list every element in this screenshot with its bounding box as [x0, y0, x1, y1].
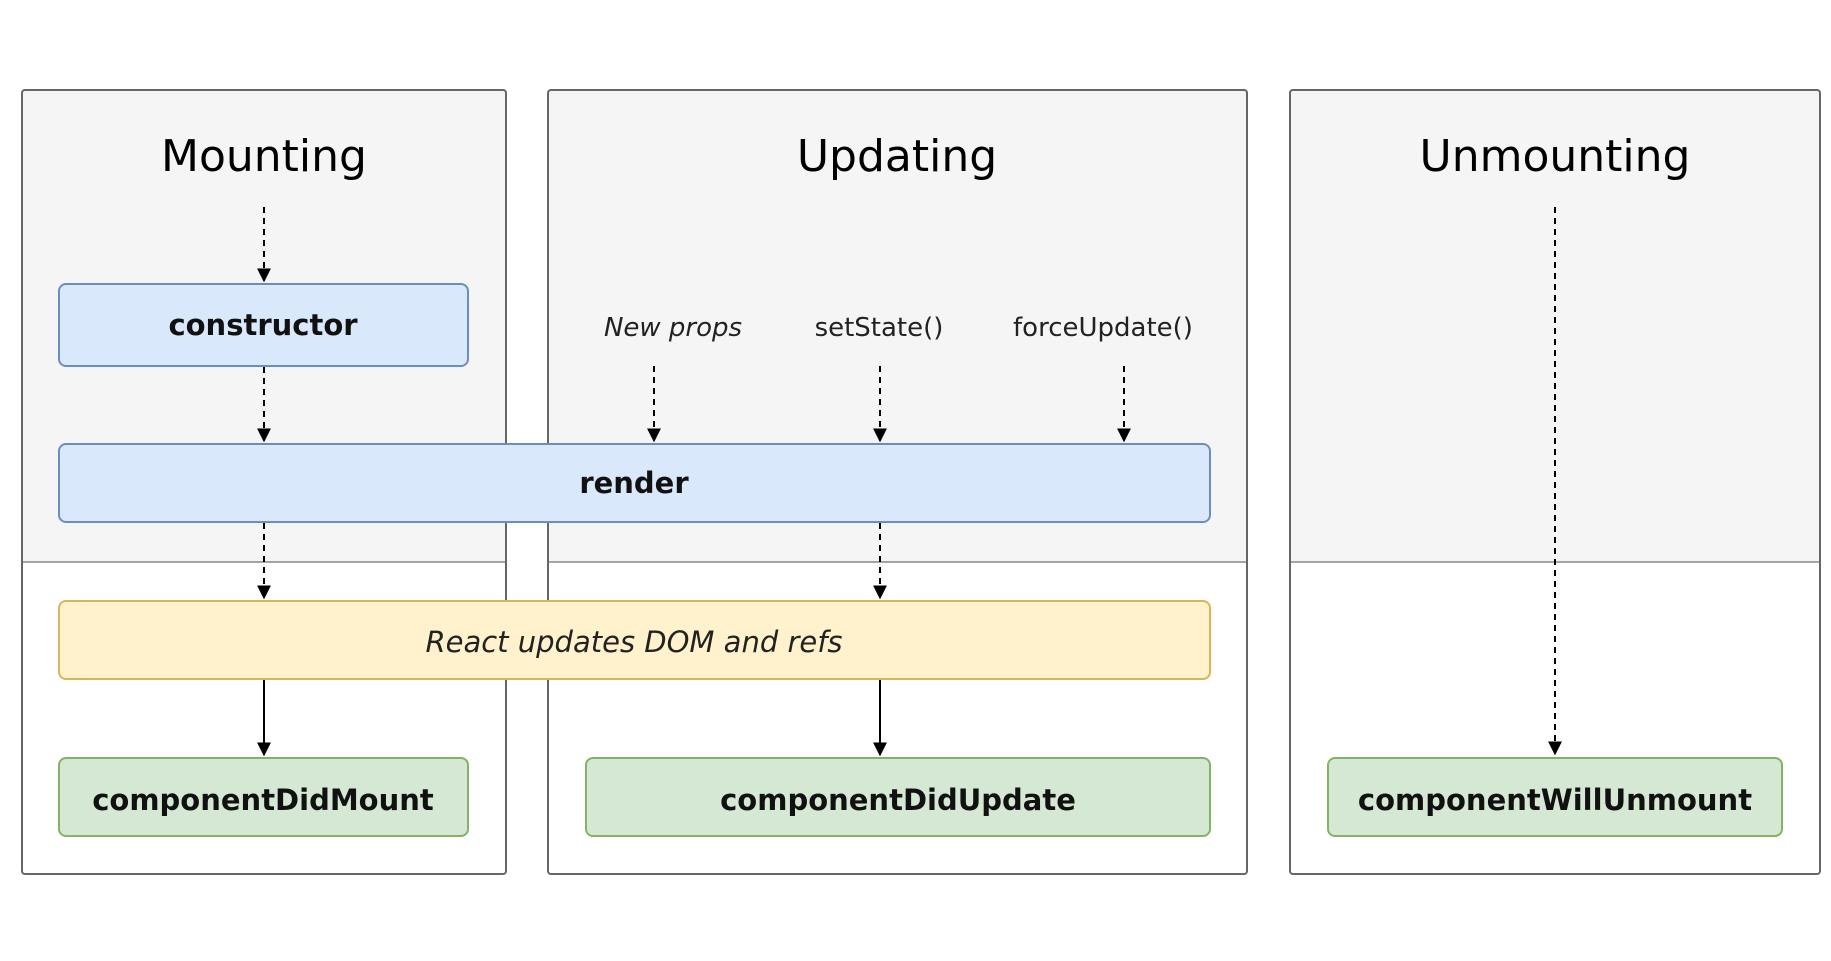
solid-arrows: [257, 680, 887, 757]
phase-updating-title: Updating: [797, 131, 997, 182]
node-will-unmount-box: [1327, 757, 1783, 837]
dashed-arrows: [257, 207, 1562, 756]
node-dom-update-box: [58, 600, 1211, 680]
node-dom-update-label: React updates DOM and refs: [425, 625, 842, 659]
phase-unmounting-title: Unmounting: [1420, 131, 1691, 182]
node-will-unmount: componentWillUnmount: [1327, 757, 1783, 837]
node-did-mount-label: componentDidMount: [92, 783, 434, 817]
node-did-update-box: [585, 757, 1211, 837]
phase-mounting-title: Mounting: [161, 131, 367, 182]
node-render: render: [58, 443, 1211, 523]
trigger-set-state: setState(): [815, 313, 944, 343]
node-did-update: componentDidUpdate: [585, 757, 1211, 837]
node-constructor-label: constructor: [168, 308, 358, 342]
node-render-box: [58, 443, 1211, 523]
node-render-label: render: [579, 466, 689, 500]
node-did-mount: componentDidMount: [58, 757, 469, 837]
phase-unmounting-border: [1289, 89, 1821, 875]
trigger-force-update: forceUpdate(): [1013, 313, 1193, 343]
node-did-update-label: componentDidUpdate: [720, 783, 1076, 817]
node-constructor-box: [58, 283, 469, 367]
node-will-unmount-label: componentWillUnmount: [1358, 783, 1752, 817]
trigger-new-props: New props: [604, 313, 742, 343]
node-constructor: constructor: [58, 283, 469, 367]
node-dom-update: React updates DOM and refs: [58, 600, 1211, 680]
node-did-mount-box: [58, 757, 469, 837]
